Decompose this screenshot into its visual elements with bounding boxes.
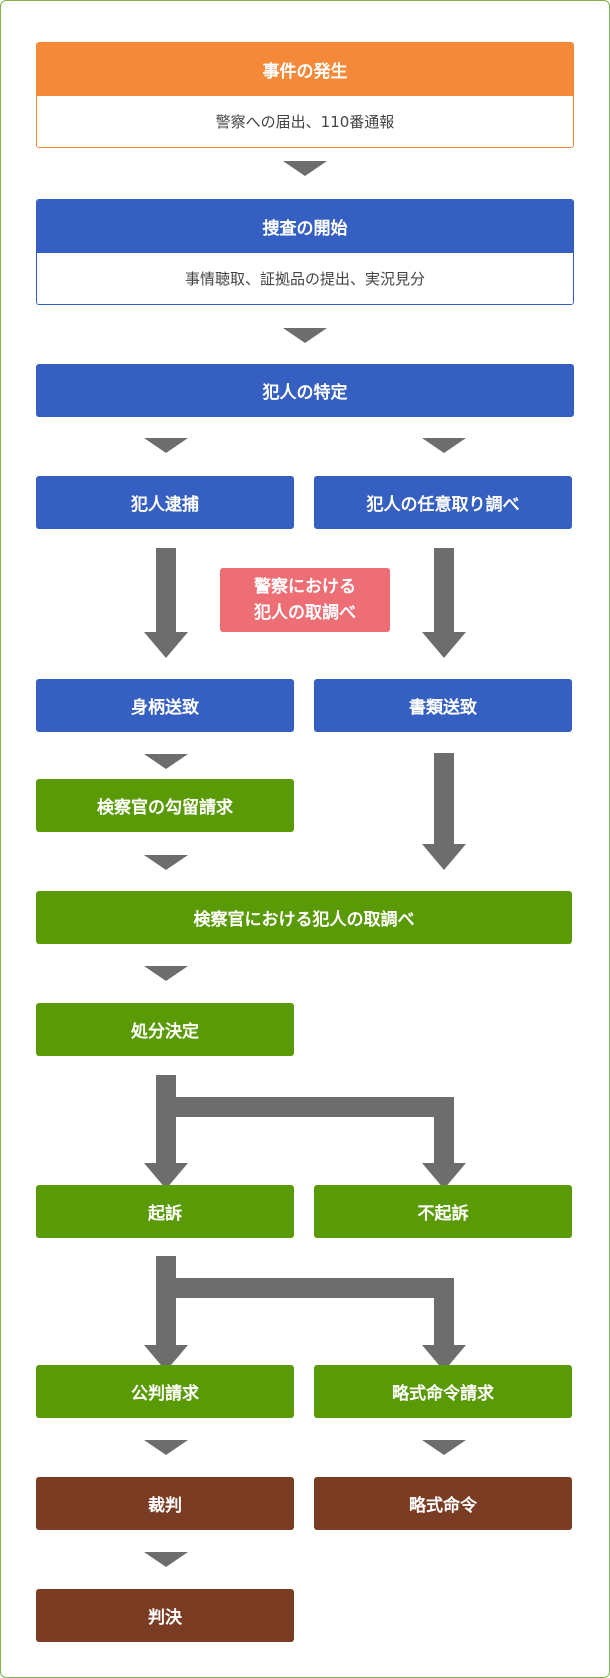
arrow-summary-request-to-order <box>422 1440 466 1455</box>
step-incident-title: 事件の発生 <box>37 43 573 96</box>
step-investigation-card: 捜査の開始 事情聴取、証拠品の提出、実況見分 <box>36 199 574 305</box>
step-trial: 裁判 <box>36 1477 294 1530</box>
step-custody-transfer: 身柄送致 <box>36 679 294 732</box>
step-investigation-detail: 事情聴取、証拠品の提出、実況見分 <box>37 253 573 304</box>
arrow-interrogation-to-disposition <box>144 966 188 981</box>
note-police-interrogation: 警察における 犯人の取調べ <box>220 568 390 632</box>
step-detention-request: 検察官の勾留請求 <box>36 779 294 832</box>
arrow-public-request-to-trial <box>144 1440 188 1455</box>
step-voluntary-questioning: 犯人の任意取り調べ <box>314 476 572 529</box>
step-prosecutor-interrogation: 検察官における犯人の取調べ <box>36 891 572 944</box>
arrow-identify-to-arrest <box>144 438 188 453</box>
step-disposition: 処分決定 <box>36 1003 294 1056</box>
arrow-identify-to-voluntary <box>422 438 466 453</box>
step-judgment: 判決 <box>36 1589 294 1642</box>
step-arrest: 犯人逮捕 <box>36 476 294 529</box>
arrow-incident-to-investigation <box>283 161 327 176</box>
step-incident-card: 事件の発生 警察への届出、110番通報 <box>36 42 574 148</box>
arrow-custody-to-detention <box>144 754 188 769</box>
step-investigation-title: 捜査の開始 <box>37 200 573 253</box>
step-summary-order-request: 略式命令請求 <box>314 1365 572 1418</box>
arrow-arrest-to-custody <box>144 548 188 658</box>
arrow-disposition-branch <box>144 1075 466 1189</box>
arrow-voluntary-to-document <box>422 548 466 658</box>
step-incident-detail: 警察への届出、110番通報 <box>37 96 573 147</box>
arrow-document-to-interrogation <box>422 753 466 870</box>
step-document-transfer: 書類送致 <box>314 679 572 732</box>
step-public-trial-request: 公判請求 <box>36 1365 294 1418</box>
step-summary-order: 略式命令 <box>314 1477 572 1530</box>
note-police-interrogation-line2: 犯人の取調べ <box>254 603 356 623</box>
arrow-trial-to-judgment <box>144 1552 188 1567</box>
note-police-interrogation-line1: 警察における <box>254 577 356 597</box>
step-identify: 犯人の特定 <box>36 364 574 417</box>
arrow-investigation-to-identify <box>283 328 327 343</box>
step-indictment: 起訴 <box>36 1185 294 1238</box>
step-non-indictment: 不起訴 <box>314 1185 572 1238</box>
arrow-detention-to-interrogation <box>144 855 188 870</box>
arrow-indictment-branch <box>144 1256 466 1371</box>
